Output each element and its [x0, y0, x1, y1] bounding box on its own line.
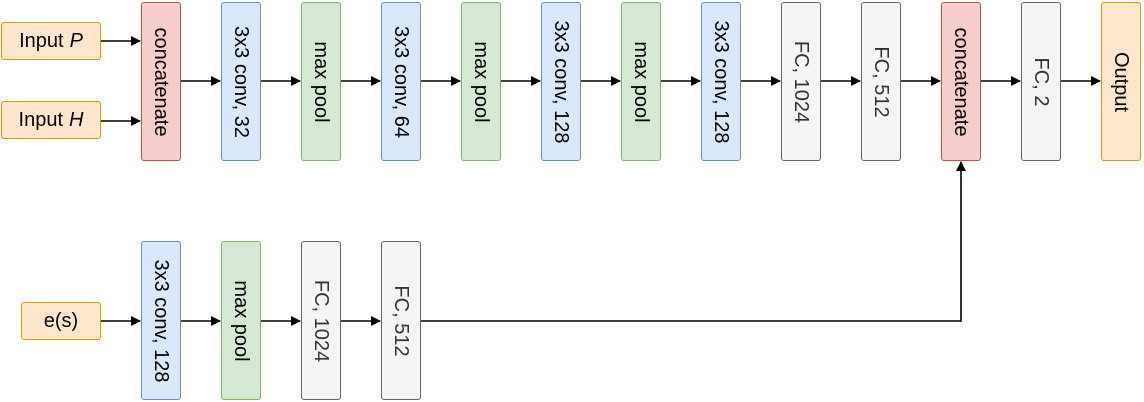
concatenate-block-2: concatenate [941, 2, 981, 161]
conv-block-128b: 3x3 conv, 128 [701, 2, 741, 161]
conv-block-64: 3x3 conv, 64 [381, 2, 421, 161]
bottom-conv-label-128: 3x3 conv, 128 [150, 258, 172, 383]
concatenate-label-2: concatenate [950, 27, 972, 136]
bottom-maxpool-block: max pool [221, 241, 261, 400]
bottom-maxpool-label: max pool [230, 279, 252, 362]
input-es-label: e(s) [43, 309, 79, 332]
bottom-conv-block-128: 3x3 conv, 128 [141, 241, 181, 400]
fc-label-2: FC, 2 [1030, 57, 1052, 106]
fc-label-1024: FC, 1024 [790, 40, 812, 123]
conv-label-128b: 3x3 conv, 128 [710, 19, 732, 144]
fc-block-512: FC, 512 [861, 2, 901, 161]
concatenate-block-1: concatenate [141, 2, 181, 161]
bottom-fc-label-512: FC, 512 [390, 284, 412, 357]
bottom-fc-block-512: FC, 512 [381, 241, 421, 400]
fc-label-512: FC, 512 [870, 45, 892, 118]
input-h-prefix: Input [18, 108, 64, 131]
conv-label-128a: 3x3 conv, 128 [550, 19, 572, 144]
concatenate-label-1: concatenate [150, 27, 172, 136]
maxpool-block-2: max pool [461, 2, 501, 161]
input-h-var: H [69, 108, 84, 131]
input-es-box: e(s) [21, 302, 101, 340]
maxpool-block-1: max pool [301, 2, 341, 161]
output-block: Output [1101, 2, 1141, 161]
conv-block-128a: 3x3 conv, 128 [541, 2, 581, 161]
conv-block-32: 3x3 conv, 32 [221, 2, 261, 161]
input-p-var: P [69, 29, 83, 52]
conv-label-64: 3x3 conv, 64 [390, 25, 412, 138]
input-p-prefix: Input [19, 29, 64, 52]
fc-block-1024: FC, 1024 [781, 2, 821, 161]
bottom-fc-label-1024: FC, 1024 [310, 279, 332, 362]
bottom-fc-block-1024: FC, 1024 [301, 241, 341, 400]
conv-label-32: 3x3 conv, 32 [230, 25, 252, 138]
maxpool-label-2: max pool [470, 40, 492, 123]
arrow-skip-connection [421, 161, 966, 322]
maxpool-label-3: max pool [630, 40, 652, 123]
fc-block-2: FC, 2 [1021, 2, 1061, 161]
maxpool-block-3: max pool [621, 2, 661, 161]
output-label: Output [1110, 51, 1132, 112]
maxpool-label-1: max pool [310, 40, 332, 123]
